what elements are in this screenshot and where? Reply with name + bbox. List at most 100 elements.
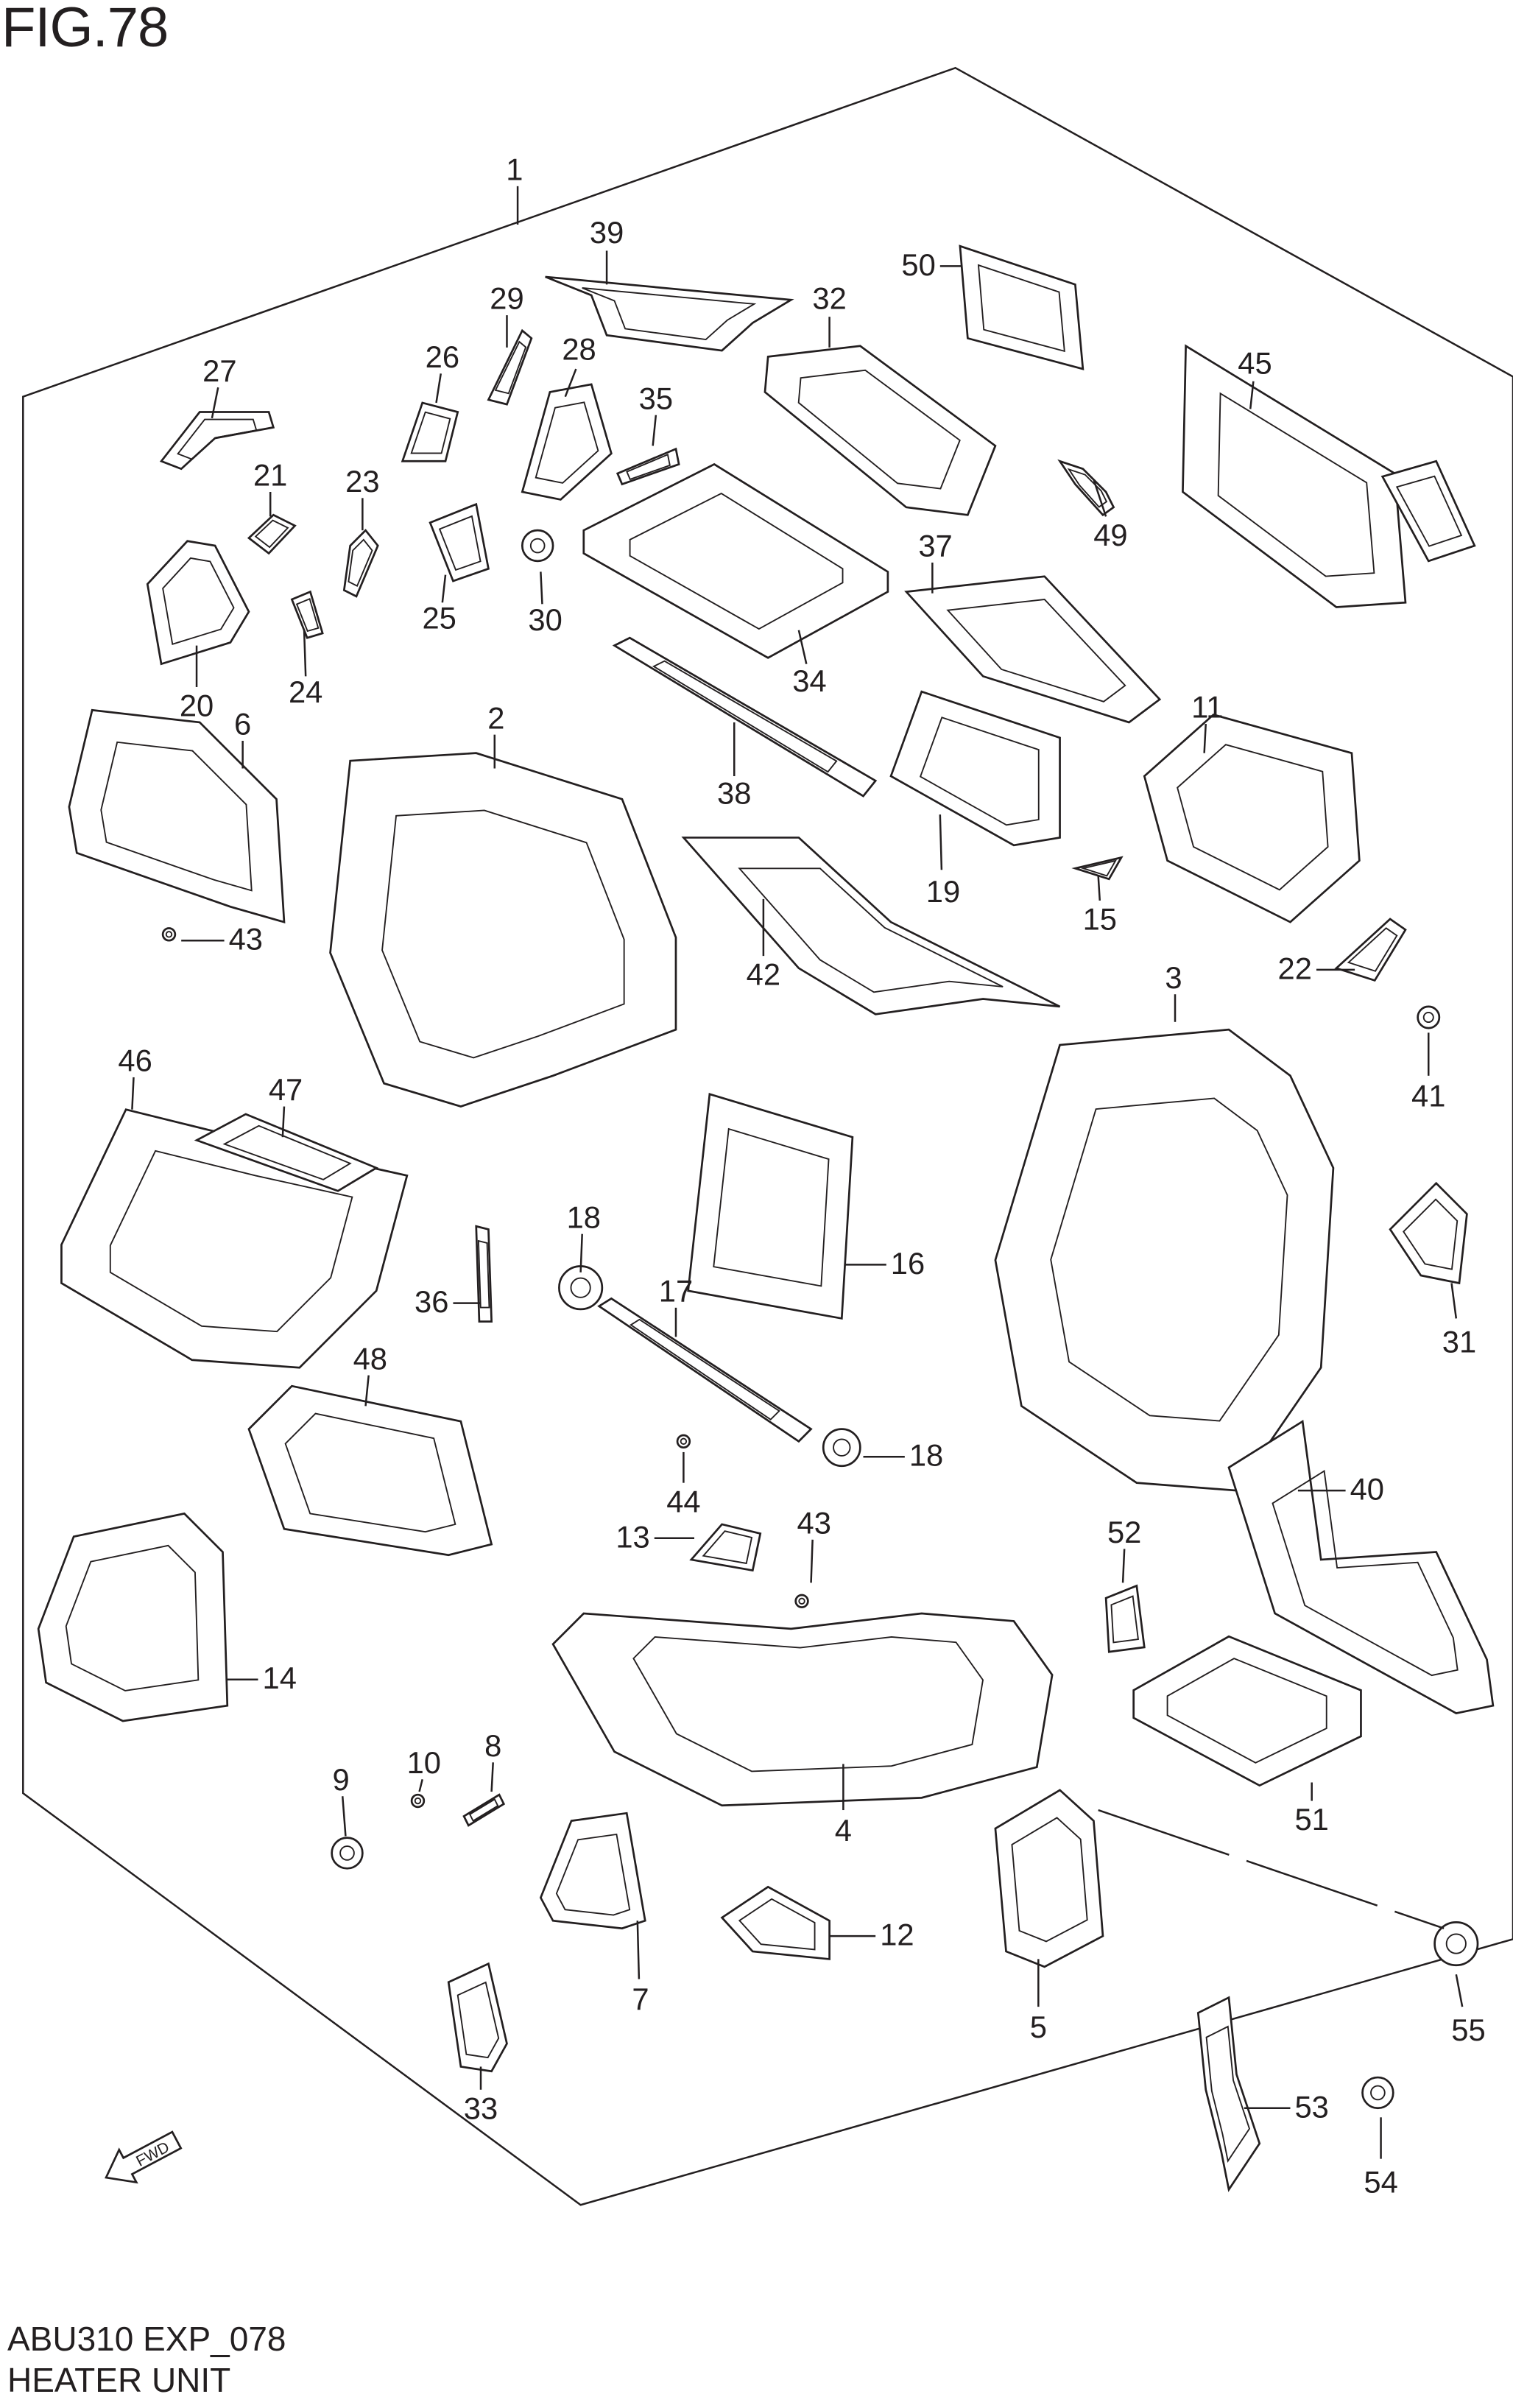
- part-20-gear-housing: [146, 540, 250, 666]
- callout-38: 38: [717, 776, 751, 811]
- callout-37: 37: [918, 529, 952, 563]
- part-19-door: [889, 690, 1061, 847]
- callout-20: 20: [180, 689, 214, 723]
- part-49-sensor-detail: [1067, 468, 1108, 508]
- part-43-screw-hole: [165, 931, 173, 938]
- part-50-heater-core-detail: [977, 264, 1065, 353]
- part-43b-screw: [794, 1594, 809, 1609]
- callout-47: 47: [269, 1072, 303, 1107]
- callout-7: 7: [632, 1982, 649, 2016]
- callout-41: 41: [1411, 1079, 1445, 1113]
- part-8-screw-detail: [468, 1798, 499, 1822]
- leader-line-43: [810, 1539, 814, 1583]
- part-18b-gear: [822, 1428, 861, 1468]
- part-20-gear-housing-detail: [162, 557, 235, 645]
- part-26-lever: [401, 401, 459, 462]
- part-12-duct: [720, 1885, 830, 1960]
- part-47-door-detail: [222, 1124, 352, 1180]
- part-42-duct: [681, 837, 1061, 1015]
- part-52-actuator: [1104, 1584, 1146, 1653]
- callout-1: 1: [506, 152, 523, 186]
- leader-line-27: [211, 387, 219, 419]
- part-7-duct-detail: [555, 1833, 631, 1916]
- callout-54: 54: [1364, 2165, 1397, 2200]
- figure-name: HEATER UNIT: [7, 2361, 231, 2399]
- part-26-lever-detail: [410, 411, 451, 454]
- part-28-gear: [521, 383, 613, 501]
- part-40-seal: [1227, 1419, 1495, 1715]
- callout-12: 12: [880, 1918, 914, 1952]
- callout-11: 11: [1191, 690, 1223, 725]
- part-48-evaporator: [247, 1384, 493, 1557]
- callout-25: 25: [422, 601, 456, 636]
- leader-line-19: [939, 814, 943, 870]
- part-44-screw-hole: [680, 1437, 688, 1446]
- part-14-blower-motor: [37, 1512, 229, 1722]
- leader-line-45: [1249, 381, 1255, 409]
- callout-34: 34: [792, 663, 826, 698]
- part-46-case-detail: [109, 1150, 353, 1333]
- leader-line-26: [435, 373, 442, 404]
- part-25-lever-detail: [438, 515, 482, 571]
- part-13-cover-detail: [702, 1530, 753, 1565]
- assembly-boundary: [22, 66, 1513, 2206]
- part-4-case-detail: [632, 1636, 984, 1772]
- part-6-duct: [68, 708, 286, 923]
- part-37-door: [904, 575, 1162, 724]
- callout-30: 30: [528, 602, 562, 637]
- part-38-rod-detail: [652, 660, 838, 773]
- part-38-rod: [612, 636, 878, 798]
- callout-18: 18: [909, 1438, 943, 1473]
- part-45-duct: [1182, 344, 1407, 608]
- callout-21: 21: [253, 458, 287, 493]
- part-27-lever-detail: [177, 418, 258, 460]
- part-43-screw: [161, 927, 177, 942]
- part-22-bracket: [1334, 918, 1407, 982]
- part-10-washer: [410, 1793, 426, 1809]
- leader-line-52: [1121, 1549, 1126, 1583]
- callout-43: 43: [229, 922, 263, 957]
- leader-line-9: [341, 1796, 347, 1837]
- part-34-filter: [582, 462, 889, 659]
- part-18-gear: [558, 1265, 604, 1311]
- leader-line-10: [418, 1779, 423, 1792]
- leader-line-31: [1450, 1283, 1458, 1319]
- part-33-knob-detail: [456, 1981, 500, 2059]
- part-7-duct: [539, 1812, 646, 1930]
- callout-42: 42: [747, 957, 780, 992]
- part-23-rod-detail: [348, 538, 373, 587]
- part-2-case: [329, 752, 677, 1108]
- part-8-screw: [462, 1793, 506, 1827]
- part-3-case-detail: [1050, 1097, 1288, 1422]
- leader-line-34: [797, 630, 808, 664]
- callout-48: 48: [353, 1341, 387, 1376]
- part-45-duct-detail: [1217, 392, 1375, 577]
- leader-lines: [131, 186, 1464, 2159]
- callout-49: 49: [1093, 518, 1127, 552]
- callout-32: 32: [812, 281, 846, 316]
- fwd-arrow-icon: FWD: [105, 2130, 183, 2184]
- leader-line-28: [564, 368, 577, 398]
- figure-caption: ABU310 EXP_078 HEATER UNIT: [7, 2318, 286, 2401]
- part-39-seal-detail: [582, 287, 757, 341]
- callout-28: 28: [562, 332, 596, 367]
- part-16-filter-detail: [713, 1127, 830, 1287]
- callout-53: 53: [1294, 2089, 1328, 2124]
- leader-line-35: [652, 415, 657, 446]
- part-41-nut: [1417, 1005, 1441, 1029]
- leader-line-15: [1097, 876, 1101, 901]
- part-51-filter-detail: [1166, 1658, 1327, 1764]
- callout-2: 2: [487, 700, 504, 735]
- part-36-rod-detail: [477, 1239, 490, 1309]
- part-45-bracket-detail: [1395, 475, 1463, 547]
- part-53-hose: [1196, 1996, 1261, 2192]
- callout-4: 4: [835, 1813, 852, 1848]
- part-3-case: [994, 1028, 1335, 1492]
- part-31-actuator: [1389, 1181, 1468, 1285]
- part-4-case: [551, 1612, 1054, 1807]
- callout-24: 24: [289, 675, 322, 709]
- callout-27: 27: [202, 353, 236, 388]
- callout-31: 31: [1442, 1324, 1476, 1359]
- part-40-seal-detail: [1272, 1470, 1459, 1677]
- part-33-knob: [447, 1962, 508, 2073]
